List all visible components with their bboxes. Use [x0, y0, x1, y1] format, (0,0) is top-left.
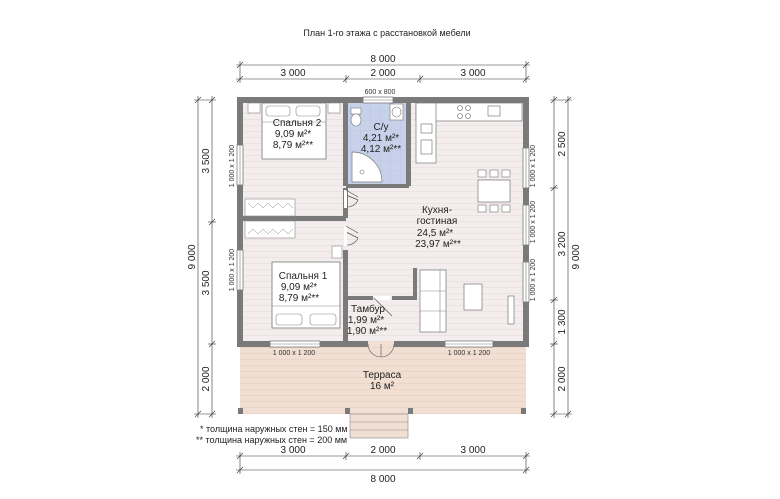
- dim-left-2: 3 500: [201, 270, 212, 295]
- window-label-right-1: 1 000 x 1 200: [530, 145, 537, 188]
- dim-right-2: 3 200: [557, 231, 568, 256]
- vestibule-area2: 1,90 м²**: [347, 326, 387, 337]
- wc-area1: 4,21 м²*: [363, 133, 399, 144]
- dim-bottom-total: 8 000: [370, 474, 395, 485]
- wc-name: С/у: [374, 122, 389, 133]
- terrace-posts: [238, 408, 526, 414]
- tv-stand: [507, 295, 515, 325]
- plan-title: План 1-го этажа с расстановкой мебели: [303, 28, 470, 38]
- dim-top-2: 2 000: [370, 68, 395, 79]
- dim-bottom-1: 3 000: [280, 445, 305, 456]
- dim-top-total: 8 000: [370, 54, 395, 65]
- coffee-table: [463, 283, 483, 311]
- terrace-floor: [240, 344, 526, 414]
- bed-bedroom1: [271, 245, 343, 329]
- window-label-right-3: 1 000 x 1 200: [530, 259, 537, 302]
- dimension-lines: [194, 61, 572, 474]
- kitchen-name1: Кухня-: [422, 205, 452, 216]
- bedroom1-area1: 9,09 м²*: [281, 282, 317, 293]
- bedroom2-name: Спальня 2: [273, 118, 322, 129]
- window-label-left-top: 1 000 x 1 200: [229, 145, 236, 188]
- dim-top-1: 3 000: [280, 68, 305, 79]
- dining-table: [477, 169, 511, 213]
- toilet-icon: [350, 107, 362, 127]
- dim-left-total: 9 000: [187, 244, 198, 269]
- terrace-name: Терраса: [363, 370, 402, 381]
- dim-left-1: 3 500: [201, 148, 212, 173]
- bedroom1-area2: 8,79 м²**: [279, 293, 319, 304]
- kitchen-area2: 23,97 м²**: [415, 239, 461, 250]
- sofa: [419, 269, 447, 333]
- wc-area2: 4,12 м²**: [361, 144, 401, 155]
- vestibule-area1: 1,99 м²*: [348, 315, 384, 326]
- kitchen-name2: гостиная: [417, 216, 458, 227]
- window-label-bottom-right: 1 000 x 1 200: [448, 350, 491, 357]
- dim-right-3: 1 300: [557, 309, 568, 334]
- dim-bottom-3: 3 000: [460, 445, 485, 456]
- dim-right-4: 2 000: [557, 366, 568, 391]
- note-wall-150: * толщина наружных стен = 150 мм: [200, 424, 348, 434]
- wardrobe: [244, 198, 296, 239]
- vestibule-name: Тамбур: [351, 303, 385, 315]
- bed-bedroom2: [247, 102, 341, 160]
- terrace-area: 16 м²: [370, 381, 395, 392]
- shower-icon: [351, 151, 383, 183]
- kitchen-area1: 24,5 м²*: [417, 228, 453, 239]
- sink-icon: [389, 103, 404, 121]
- window-label-bottom-left: 1 000 x 1 200: [273, 350, 316, 357]
- window-label-wc: 600 x 800: [365, 89, 396, 96]
- kitchen-counter: [415, 102, 523, 164]
- bedroom2-area1: 9,09 м²*: [275, 129, 311, 140]
- bedroom1-name: Спальня 1: [279, 271, 328, 282]
- window-label-right-2: 1 000 x 1 200: [530, 201, 537, 244]
- dim-bottom-2: 2 000: [370, 445, 395, 456]
- dim-left-3: 2 000: [201, 366, 212, 391]
- dim-right-total: 9 000: [571, 244, 582, 269]
- dim-top-3: 3 000: [460, 68, 485, 79]
- entrance-stairs: [349, 413, 409, 439]
- bedroom2-area2: 8,79 м²**: [273, 140, 313, 151]
- dim-right-1: 2 500: [557, 131, 568, 156]
- note-wall-200: ** толщина наружных стен = 200 мм: [196, 435, 347, 445]
- window-label-left-bottom: 1 000 x 1 200: [229, 249, 236, 292]
